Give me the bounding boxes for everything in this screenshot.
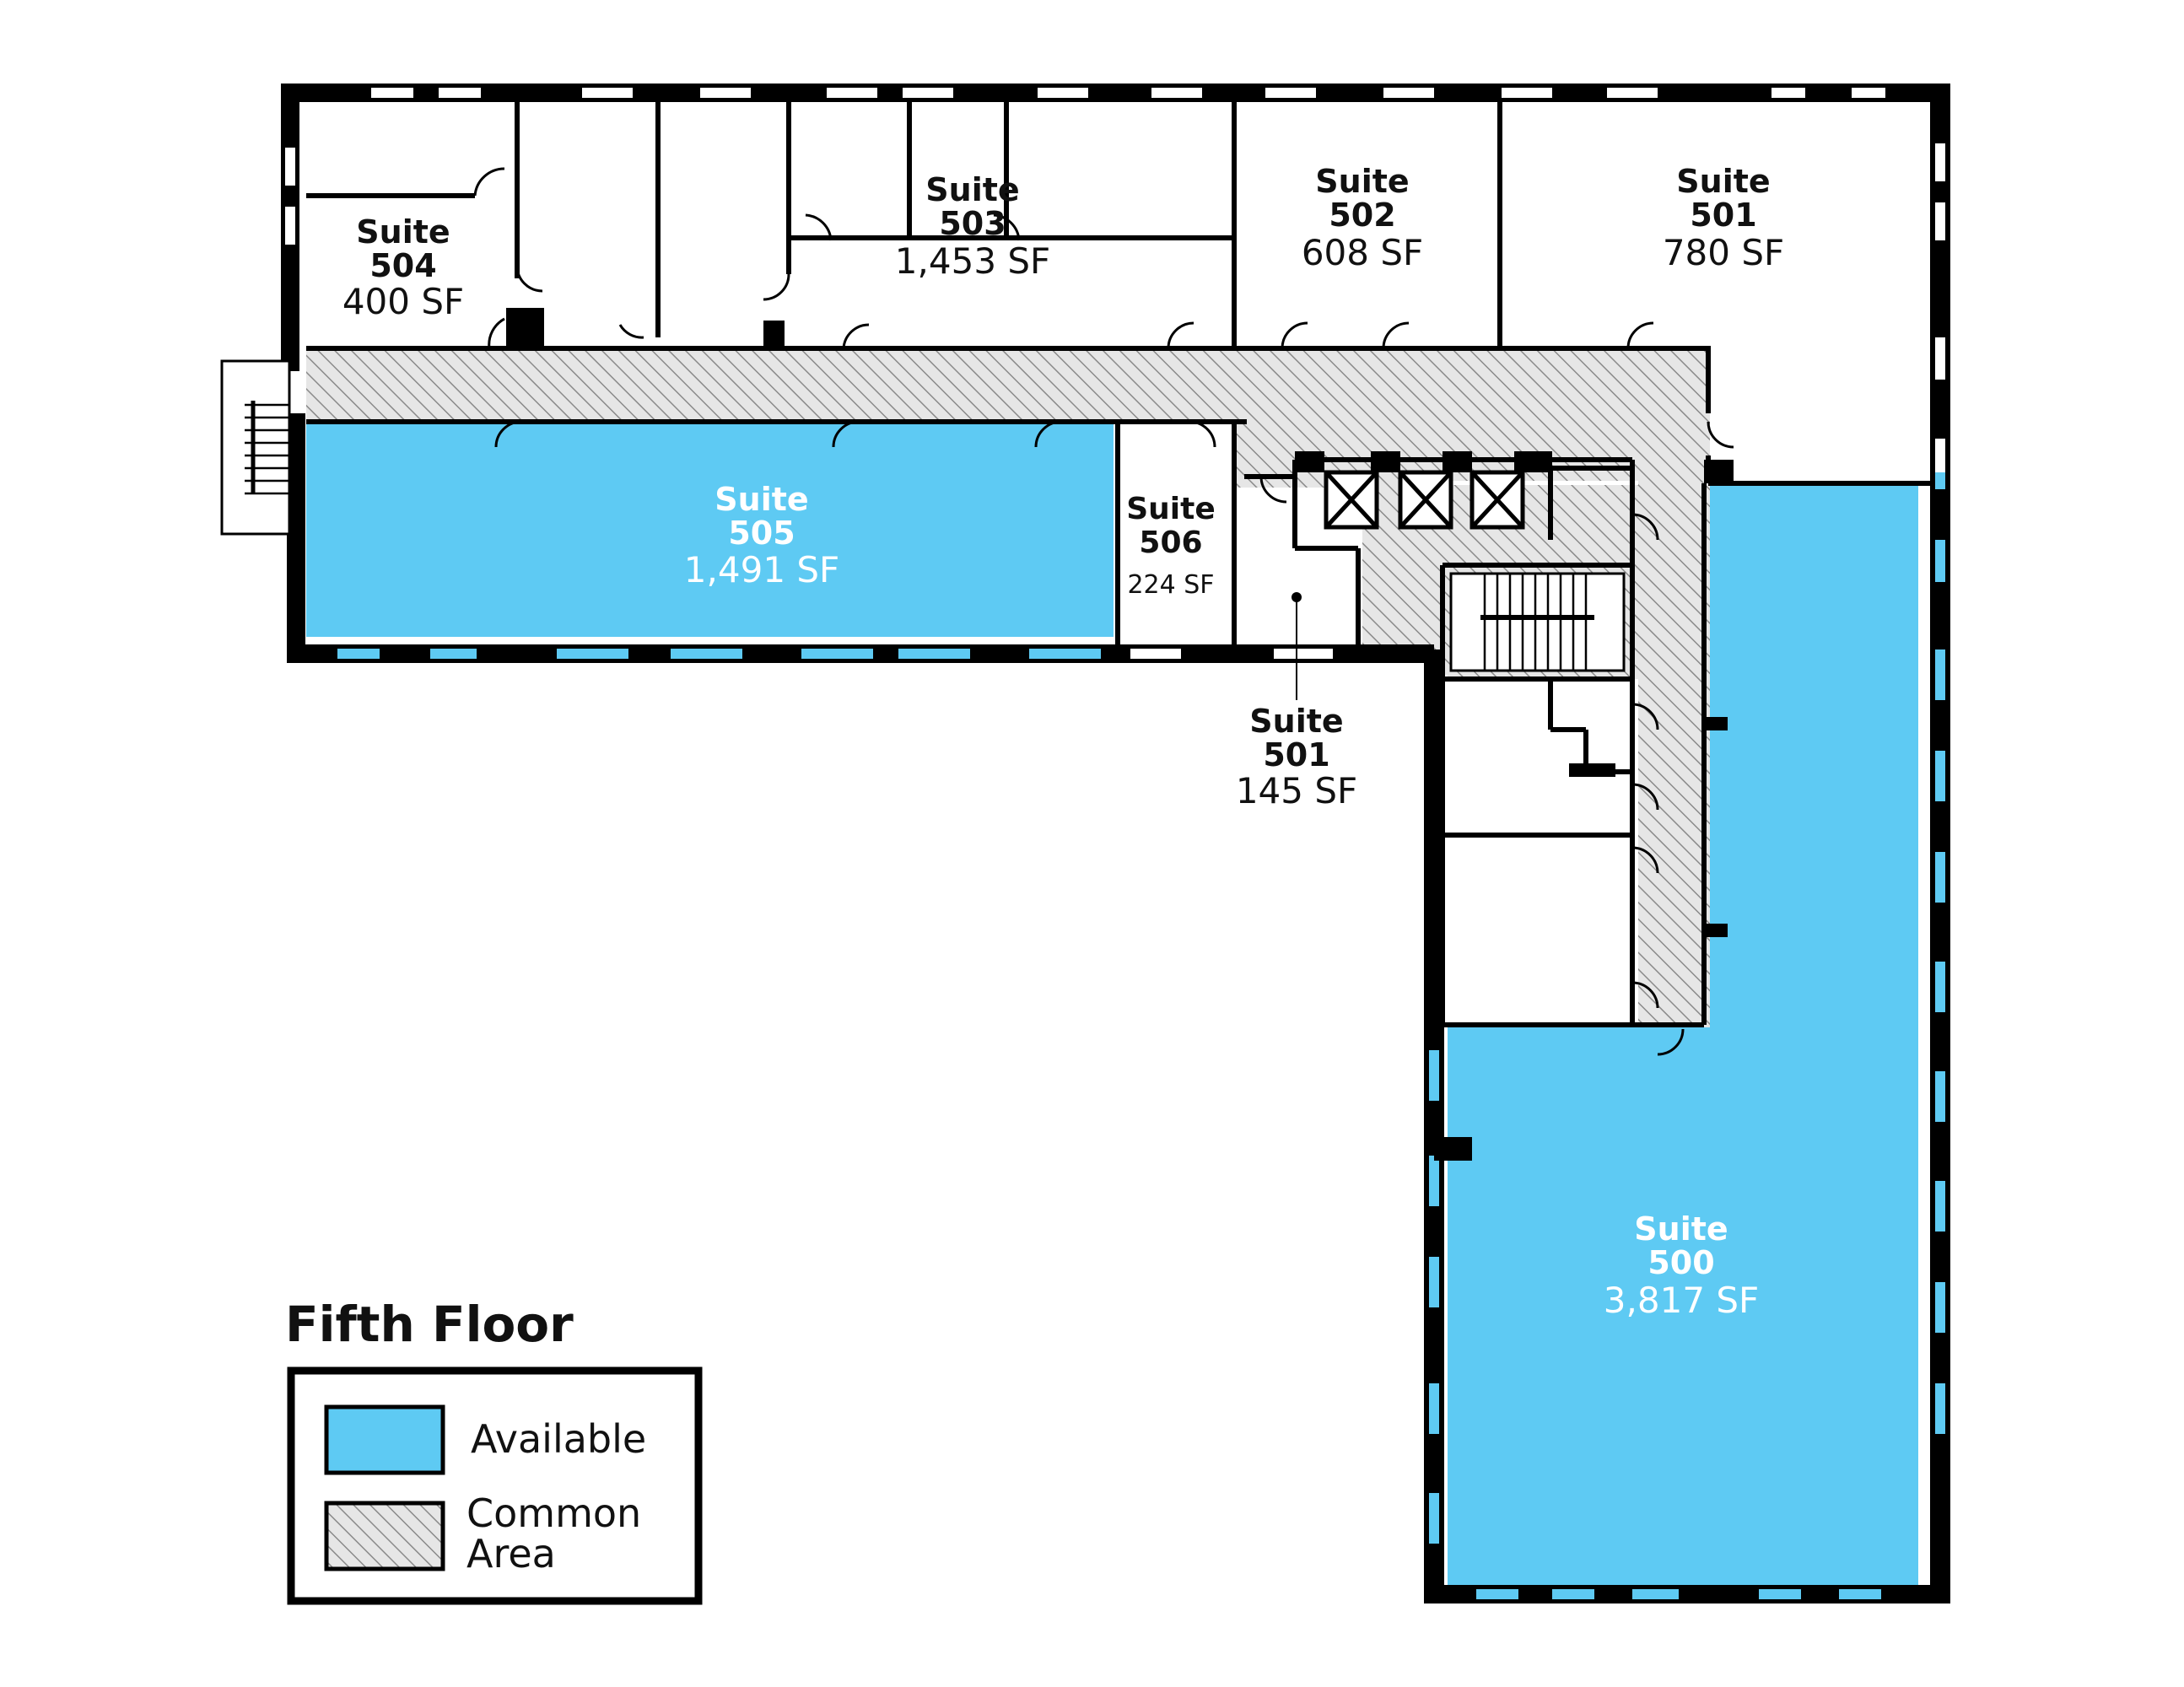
suite-502-label[interactable]: Suite 502 608 SF	[1302, 163, 1423, 273]
svg-text:145 SF: 145 SF	[1236, 770, 1357, 811]
svg-text:503: 503	[939, 205, 1006, 242]
suite-500-label[interactable]: Suite 500 3,817 SF	[1604, 1210, 1759, 1321]
legend-common-swatch	[324, 1501, 445, 1571]
svg-text:780 SF: 780 SF	[1663, 232, 1784, 273]
west-stair	[220, 359, 291, 536]
svg-text:224 SF: 224 SF	[1127, 570, 1214, 600]
svg-text:608 SF: 608 SF	[1302, 232, 1423, 273]
suite-501-small-leader	[1292, 592, 1302, 700]
doors	[473, 167, 1734, 1056]
svg-text:Suite: Suite	[1315, 163, 1409, 200]
svg-text:505: 505	[728, 515, 795, 552]
suite-505-label[interactable]: Suite 505 1,491 SF	[684, 481, 839, 590]
svg-text:Suite: Suite	[925, 171, 1019, 208]
svg-text:3,817 SF: 3,817 SF	[1604, 1280, 1759, 1321]
suite-501-north-label[interactable]: Suite 501 780 SF	[1663, 163, 1784, 273]
svg-text:501: 501	[1690, 197, 1756, 234]
svg-text:501: 501	[1263, 736, 1329, 773]
elevator-shafts	[1324, 470, 1525, 530]
svg-text:506: 506	[1139, 526, 1202, 560]
structural-blocks	[506, 308, 1734, 1161]
svg-text:1,453 SF: 1,453 SF	[895, 240, 1050, 282]
svg-text:Suite: Suite	[1126, 492, 1216, 526]
suite-501-small-label[interactable]: Suite 501 145 SF	[1236, 703, 1357, 811]
core-stair	[1449, 572, 1626, 672]
svg-text:1,491 SF: 1,491 SF	[684, 549, 839, 590]
floor-title: Fifth Floor	[285, 1296, 574, 1353]
north-corridor	[306, 348, 1708, 420]
svg-text:500: 500	[1647, 1244, 1714, 1281]
suite-506-label[interactable]: Suite 506 224 SF	[1126, 492, 1216, 600]
svg-text:Suite: Suite	[715, 481, 808, 518]
suite-504-label[interactable]: Suite 504 400 SF	[342, 213, 464, 322]
legend-available-swatch	[324, 1404, 445, 1475]
svg-text:400 SF: 400 SF	[342, 281, 464, 322]
svg-text:Suite: Suite	[356, 213, 450, 251]
svg-text:504: 504	[369, 247, 436, 284]
svg-text:Suite: Suite	[1634, 1210, 1728, 1248]
svg-text:Suite: Suite	[1249, 703, 1343, 740]
legend: Available Common Area	[287, 1366, 703, 1605]
svg-text:Suite: Suite	[1676, 163, 1770, 200]
suite-503-label[interactable]: Suite 503 1,453 SF	[895, 171, 1050, 282]
legend-available-label: Available	[471, 1416, 646, 1462]
suite-505-area[interactable]	[306, 422, 1114, 637]
legend-common-label-line1: Common	[466, 1490, 641, 1536]
windows	[285, 88, 1945, 1599]
suite-labels: Suite 504 400 SF Suite 503 1,453 SF Suit…	[342, 163, 1784, 1321]
svg-text:502: 502	[1329, 197, 1395, 234]
legend-common-label-line2: Area	[466, 1531, 556, 1577]
